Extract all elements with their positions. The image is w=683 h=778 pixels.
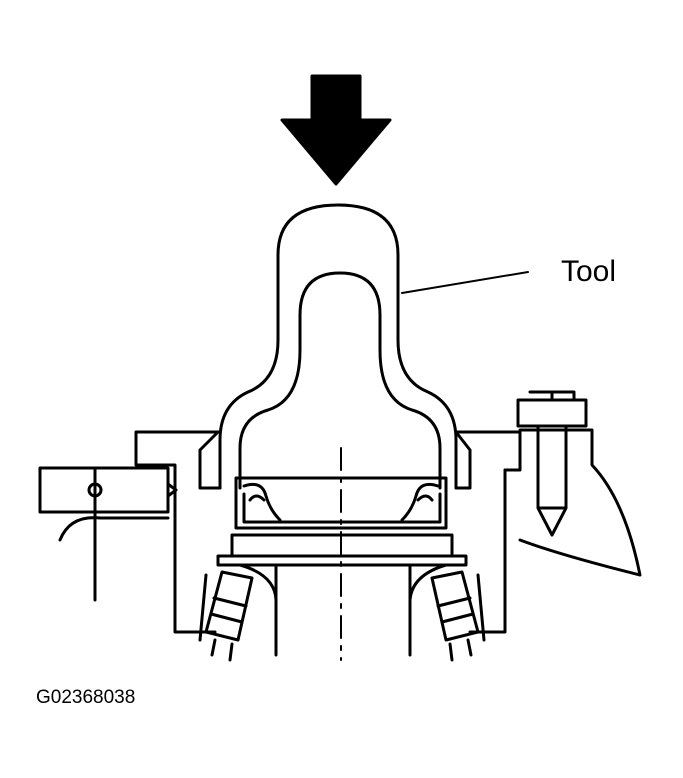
bolt-head xyxy=(516,390,588,428)
bolt-shank xyxy=(536,424,568,537)
tool-outer xyxy=(218,203,458,490)
tool-inner xyxy=(238,271,442,490)
bracket-left-stem xyxy=(58,510,170,602)
seal-lip-left xyxy=(242,482,282,522)
tool-callout-line xyxy=(401,271,529,294)
hub-shaft xyxy=(238,563,448,657)
knuckle-right xyxy=(518,428,642,577)
bracket-left-knuckle xyxy=(166,482,178,498)
tool-label: Tool xyxy=(561,255,616,288)
roller-left xyxy=(198,570,254,662)
press-arrow-icon xyxy=(280,74,392,186)
housing-left-step xyxy=(198,430,222,490)
figure-id: G02368038 xyxy=(36,687,135,708)
housing-right xyxy=(454,430,522,634)
roller-right xyxy=(430,570,486,662)
bracket-left-hole xyxy=(87,482,103,498)
seal-lip-right xyxy=(400,482,440,522)
housing-left xyxy=(134,430,220,634)
housing-right-step xyxy=(454,430,507,542)
bracket-left xyxy=(38,466,170,514)
